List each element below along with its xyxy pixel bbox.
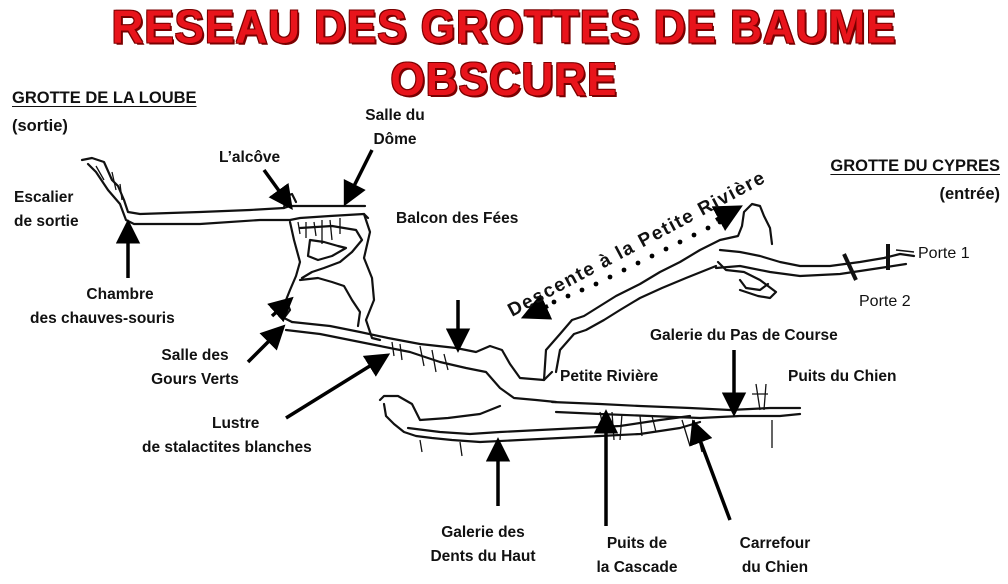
descent-arrow-down <box>520 293 553 320</box>
label-porte-1: Porte 1 <box>918 245 970 262</box>
label-dents-1: Galerie des <box>441 524 525 541</box>
label-pas-course: Galerie du Pas de Course <box>650 327 838 344</box>
label-gours-2: Gours Verts <box>151 371 239 388</box>
arrow-alcove <box>262 168 293 210</box>
label-escalier-1: Escalier <box>14 189 74 206</box>
label-loube-sortie: (sortie) <box>12 117 68 135</box>
label-salle-dome-1: Salle du <box>365 107 425 124</box>
label-cypres-entree: (entrée) <box>939 185 1000 203</box>
gate-porte-2 <box>842 253 858 281</box>
porte-1-pointer <box>895 249 915 253</box>
label-cascade-2: la Cascade <box>596 559 678 576</box>
label-cascade-1: Puits de <box>606 535 668 552</box>
label-gours-1: Salle des <box>161 347 229 364</box>
label-lustre-2: de stalactites blanches <box>142 439 312 456</box>
diagram-title: RESEAU DES GROTTES DE BAUME OBSCURE <box>111 1 897 106</box>
arrow-gours-verts <box>246 324 286 364</box>
label-chambre-1: Chambre <box>86 286 154 303</box>
label-alcove: L’alcôve <box>219 149 281 166</box>
gates <box>842 244 890 281</box>
arrow-salle-dome <box>343 149 374 207</box>
label-grotte-cypres: GROTTE DU CYPRES <box>830 157 1000 175</box>
label-dents-2: Dents du Haut <box>430 548 536 565</box>
label-chambre-2: des chauves-souris <box>30 310 175 327</box>
pointer-arrows <box>115 149 747 526</box>
arrow-chambre <box>267 296 294 323</box>
descent-arrow-up <box>711 205 743 232</box>
descent-dotted-path <box>537 219 723 311</box>
label-grotte-loube: GROTTE DE LA LOUBE <box>12 89 197 107</box>
label-balcon-fees: Balcon des Fées <box>396 210 519 227</box>
arrow-carrefour <box>689 419 732 521</box>
label-porte-2: Porte 2 <box>859 293 911 310</box>
label-carrefour-2: du Chien <box>741 559 809 576</box>
cave-details <box>95 165 773 457</box>
arrow-lustre <box>285 353 391 420</box>
cave-outline <box>80 156 916 444</box>
label-salle-dome-2: Dôme <box>373 131 417 148</box>
label-puits-chien: Puits du Chien <box>788 368 897 385</box>
label-escalier-2: de sortie <box>14 213 79 230</box>
label-petite-riviere: Petite Rivière <box>560 368 659 385</box>
label-carrefour-1: Carrefour <box>739 535 811 552</box>
descent-arrows <box>520 205 743 320</box>
label-lustre-1: Lustre <box>212 415 260 432</box>
